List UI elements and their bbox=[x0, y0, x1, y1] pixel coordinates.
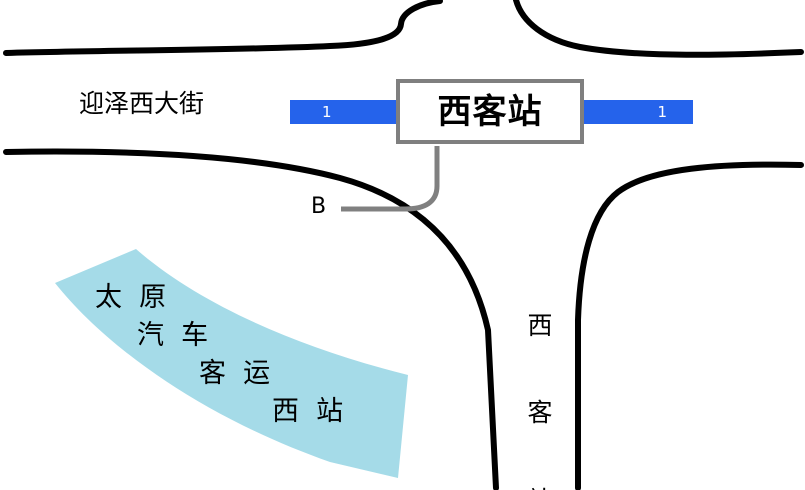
road-yingze-street-lower-edge bbox=[3, 148, 499, 490]
metro-line-bar-east: 1 bbox=[580, 100, 693, 124]
road-label-char-2: 客 bbox=[527, 398, 553, 428]
metro-line-bar-west: 1 bbox=[290, 100, 400, 124]
metro-station-sign: 西客站 bbox=[396, 79, 584, 144]
street-label-yingze-xi-dajie: 迎泽西大街 bbox=[79, 89, 205, 118]
road-label-xikezhan-donglu: 西 客 站 东 路 bbox=[526, 252, 554, 490]
road-label-char-1: 西 bbox=[527, 310, 553, 340]
metro-line-number-east: 1 bbox=[657, 103, 667, 121]
road-label-char-3: 站 bbox=[526, 486, 554, 490]
bus-terminal-label-line-4: 西 站 bbox=[272, 396, 344, 427]
metro-exit-b-connector bbox=[341, 146, 440, 212]
bus-terminal-label-line-1: 太 原 bbox=[95, 282, 167, 313]
metro-station-name: 西客站 bbox=[437, 91, 543, 132]
road-yingze-street-upper-edge bbox=[3, 0, 443, 56]
bus-terminal-label-line-2: 汽 车 bbox=[137, 320, 209, 351]
bus-terminal-block-shape bbox=[55, 249, 408, 478]
road-south-east-curve bbox=[575, 161, 804, 490]
bus-terminal-label-line-3: 客 运 bbox=[199, 358, 271, 389]
road-north-east-curve bbox=[513, 0, 804, 58]
bus-terminal-label: 太 原 汽 车 客 运 西 站 bbox=[95, 284, 343, 425]
metro-line-number-west: 1 bbox=[322, 103, 332, 121]
metro-exit-b-label: B bbox=[311, 194, 327, 219]
